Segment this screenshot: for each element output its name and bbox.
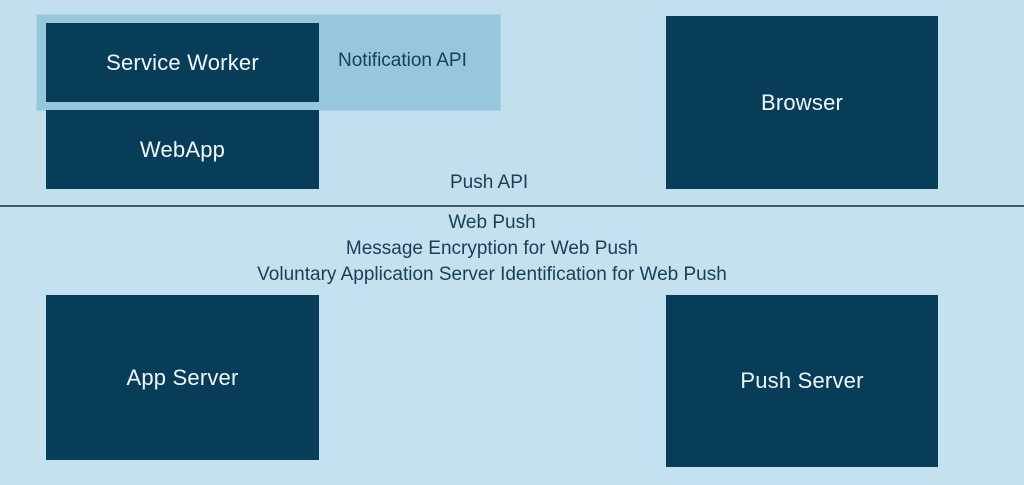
client-server-divider [0, 205, 1024, 207]
notification-api-label: Notification API [338, 50, 467, 71]
app-server-box: App Server [46, 295, 319, 460]
webapp-box: WebApp [46, 110, 319, 189]
protocol-list: Web Push Message Encryption for Web Push… [0, 210, 984, 288]
protocol-message-encryption: Message Encryption for Web Push [345, 238, 639, 259]
service-worker-box: Service Worker [46, 23, 319, 102]
service-worker-label: Service Worker [106, 49, 259, 75]
browser-label: Browser [760, 89, 844, 115]
protocol-vapid: Voluntary Application Server Identificat… [257, 264, 727, 285]
push-api-label: Push API [450, 172, 529, 193]
app-server-label: App Server [126, 364, 239, 390]
push-server-label: Push Server [740, 368, 864, 393]
webapp-label: WebApp [139, 136, 226, 162]
browser-box: Browser [666, 16, 938, 189]
push-server-box: Push Server [666, 295, 938, 467]
protocol-web-push: Web Push [448, 212, 536, 233]
